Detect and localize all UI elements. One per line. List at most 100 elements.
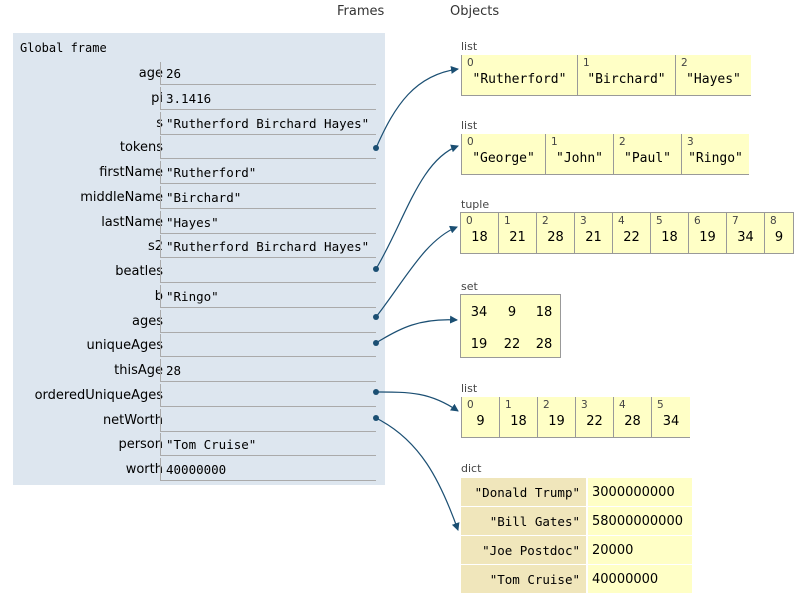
var-row-person: person"Tom Cruise" [13,432,385,457]
var-value-cell: "Rutherford Birchard Hayes" [160,235,376,259]
var-name: s2 [147,239,163,255]
index-label: 8 [770,215,777,227]
var-row-s2: s2"Rutherford Birchard Hayes" [13,234,385,259]
networth-pointer-dot [373,415,379,421]
ages-pointer-dot [373,314,379,320]
element-value: "Paul" [624,151,671,166]
uniqueages-pointer-dot [373,340,379,346]
dict-value: 40000000 [588,565,692,593]
element-value: "George" [472,151,535,166]
unique-set-label: set [461,280,478,293]
element-value: 18 [471,230,488,245]
dict-entry: "Donald Trump"3000000000 [461,478,692,507]
var-value-cell: 26 [160,62,376,85]
var-value: "Birchard" [166,189,242,205]
var-name: age [138,66,163,81]
var-value-cell: "Hayes" [160,210,376,234]
var-value: "Hayes" [166,214,219,230]
var-value-cell [160,136,376,160]
var-name: tokens [119,140,163,156]
var-row-middleName: middleName"Birchard" [13,185,385,209]
var-name: middleName [80,189,163,205]
index-label: 5 [656,215,663,227]
dict-key: "Donald Trump" [461,478,586,506]
element-value: "Hayes" [686,72,741,87]
dict-value: 20000 [588,536,692,564]
var-value-cell: 40000000 [160,458,376,481]
index-label: 1 [504,215,511,227]
index-label: 4 [618,215,625,227]
set-item: 9 [507,305,517,320]
element-value: "Rutherford" [472,72,567,87]
var-name: uniqueAges [86,338,164,354]
var-value-cell [160,334,376,358]
element-value: 28 [624,414,641,429]
var-row-beatles: beatles [13,259,385,283]
tokens_list-cell: 2 "Hayes" [676,55,751,95]
var-name: netWorth [102,412,163,428]
var-value: 26 [166,66,182,81]
var-name: ages [132,313,163,329]
var-name: worth [125,462,163,477]
set-item: 22 [503,337,521,352]
set-item: 34 [470,305,488,320]
var-value: "Tom Cruise" [166,437,257,453]
element-value: 34 [662,414,680,429]
arrow-networth-to-dict [375,417,460,531]
var-value: "Rutherford Birchard Hayes" [166,115,370,131]
dict-value: 3000000000 [588,478,692,506]
var-row-orderedUniqueAges: orderedUniqueAges [13,383,385,407]
var-value-cell: 28 [160,359,376,382]
var-value-cell [160,383,376,407]
arrow-tokens-to-list [375,66,459,149]
tokens-list-label: list [461,40,478,53]
arrow-ages-to-tuple [375,225,458,318]
index-label: 4 [619,399,626,411]
index-label: 2 [681,57,688,69]
element-value: 28 [547,230,564,245]
element-value: 18 [510,414,527,429]
var-value-cell: "Birchard" [160,185,376,209]
var-row-firstName: firstName"Rutherford" [13,160,385,184]
element-value: "John" [556,151,603,166]
index-label: 0 [467,136,474,148]
set-item: 28 [535,337,553,352]
var-value-cell: "Ringo" [160,284,376,308]
var-value-cell: "Rutherford Birchard Hayes" [160,111,376,135]
var-row-uniqueAges: uniqueAges [13,333,385,358]
index-label: 2 [542,215,549,227]
arrow-beatles-to-list [375,144,459,270]
var-value: 3.1416 [166,90,212,106]
var-name: person [118,437,163,453]
var-row-netWorth: netWorth [13,408,385,432]
var-value: "Rutherford" [166,165,257,180]
dict-key: "Bill Gates" [461,507,586,535]
element-value: 34 [737,230,754,245]
var-value-cell [160,408,376,432]
dict-entry: "Bill Gates"58000000000 [461,507,692,536]
networth-dict-label: dict [461,462,482,475]
element-value: 22 [586,414,603,429]
var-name: orderedUniqueAges [34,387,163,403]
var-value-cell [160,260,376,283]
var-name: firstName [99,165,163,180]
var-row-tokens: tokens [13,135,385,160]
var-name: b [154,288,163,304]
index-label: 3 [687,136,694,148]
dict-value: 58000000000 [588,507,692,535]
set-item: 19 [470,337,488,352]
